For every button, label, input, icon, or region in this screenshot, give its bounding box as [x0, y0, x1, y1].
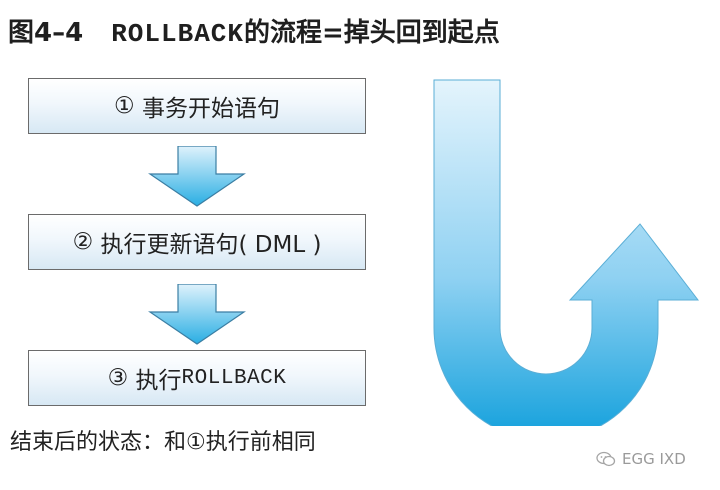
- step-marker: ①: [114, 93, 135, 119]
- step-box-execute-dml: ② 执行更新语句( DML ): [28, 214, 366, 270]
- figure-number: 图4–4: [8, 18, 84, 48]
- step-marker: ②: [72, 229, 94, 255]
- wechat-icon: [596, 451, 616, 467]
- step-label: 执行: [135, 368, 182, 394]
- watermark-text: EGG IXD: [622, 450, 686, 468]
- step-label: 执行更新语句( DML ): [100, 232, 322, 258]
- end-state-note: 结束后的状态：和①执行前相同: [10, 430, 316, 455]
- step-box-begin-transaction: ① 事务开始语句: [28, 78, 366, 134]
- down-arrow-icon: [148, 284, 246, 345]
- step-keyword: ROLLBACK: [181, 366, 287, 390]
- u-turn-arrow-icon: [433, 79, 700, 426]
- down-arrow-icon: [148, 146, 246, 207]
- step-label: 事务开始语句: [141, 96, 280, 122]
- watermark: EGG IXD: [596, 450, 686, 468]
- title-command: ROLLBACK: [111, 19, 245, 49]
- title-text: 的流程=掉头回到起点: [244, 18, 500, 48]
- figure-title: 图4–4 ROLLBACK的流程=掉头回到起点: [8, 12, 500, 49]
- step-marker: ③: [107, 365, 129, 391]
